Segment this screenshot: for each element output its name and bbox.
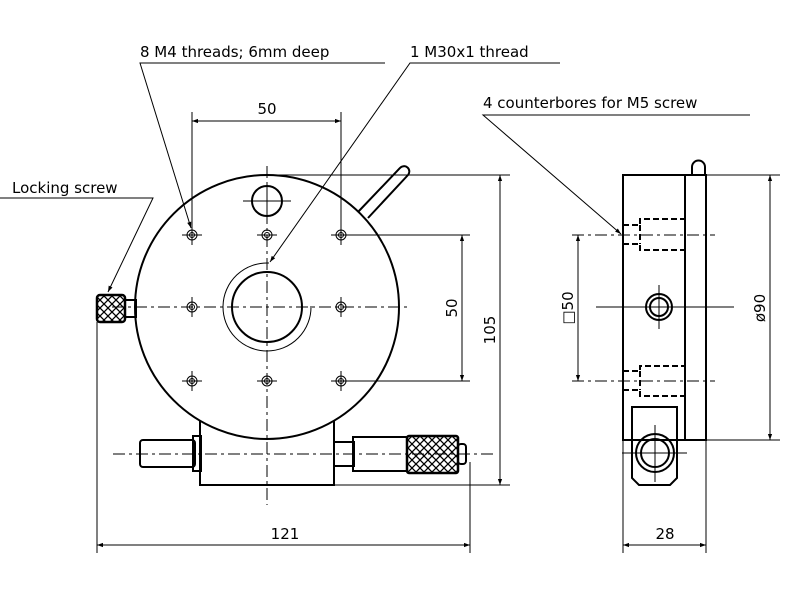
dim-28: 28 [655, 525, 674, 543]
dim-121: 121 [271, 525, 300, 543]
dim-50-vertical: 50 [443, 298, 461, 317]
thread-arc [222, 262, 312, 352]
handle [357, 165, 411, 219]
locking-screw-stub [124, 299, 137, 318]
dim-diameter-90: ø90 [751, 294, 769, 322]
front-view: 50 50 105 121 [95, 100, 510, 553]
callouts: 8 M4 threads; 6mm deep 1 M30x1 thread 4 … [0, 43, 750, 293]
side-handle [691, 159, 706, 175]
label-m4-threads: 8 M4 threads; 6mm deep [140, 43, 329, 61]
label-locking-screw: Locking screw [12, 179, 118, 197]
label-counterbores: 4 counterbores for M5 screw [483, 94, 697, 112]
dim-50-horizontal: 50 [257, 100, 276, 118]
side-tab [631, 406, 678, 486]
dim-square-50: □50 [559, 291, 577, 324]
locking-screw [95, 293, 127, 324]
m4-holes [182, 225, 351, 391]
label-m30-thread: 1 M30x1 thread [410, 43, 529, 61]
dim-105: 105 [481, 316, 499, 345]
side-view: ø90 □50 28 [559, 159, 780, 553]
